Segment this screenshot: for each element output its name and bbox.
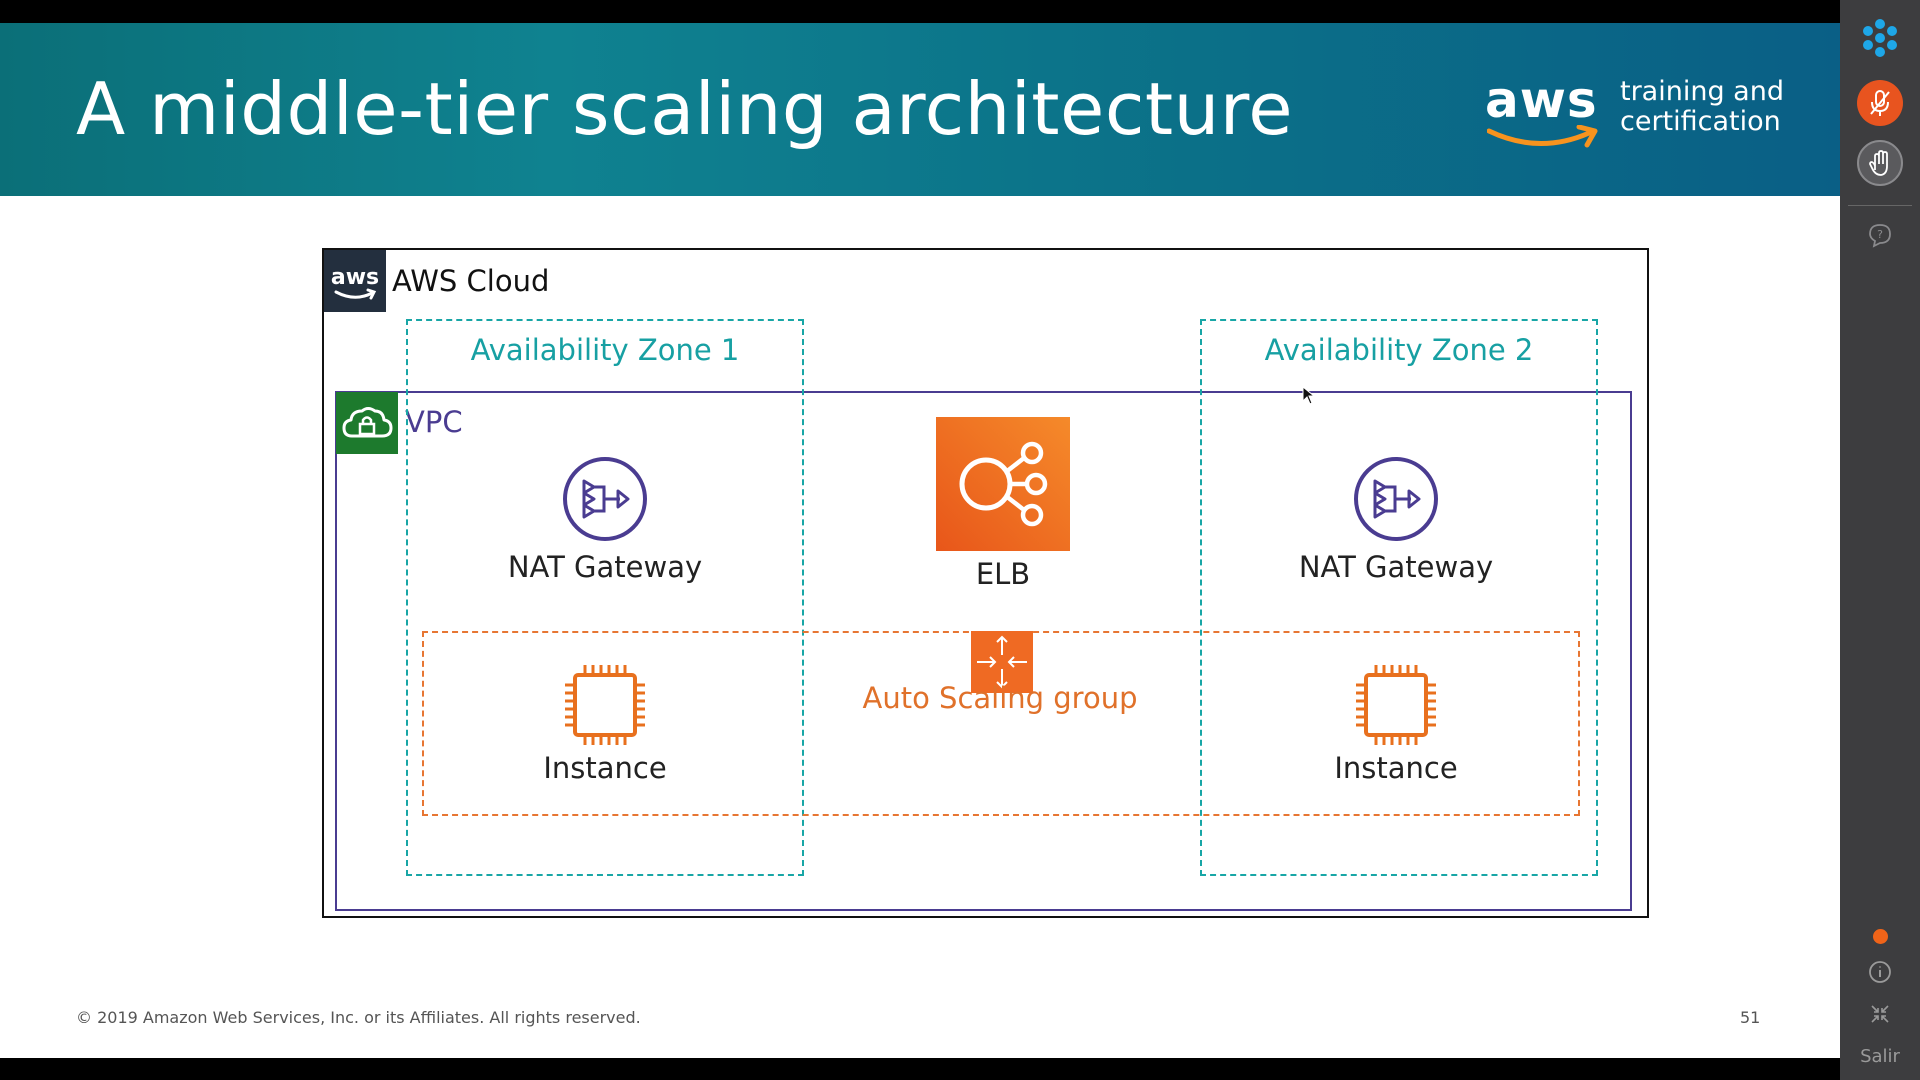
aws-smile-icon: [1487, 125, 1598, 148]
page-number: 51: [1740, 1008, 1761, 1027]
snowflake-logo-icon: [1863, 19, 1897, 57]
microphone-button[interactable]: [1857, 80, 1903, 126]
aws-logo-icon: aws: [324, 250, 386, 312]
nat-gateway-icon: [563, 457, 647, 541]
collapse-icon: [1871, 1005, 1889, 1023]
nat-gateway-1-label: NAT Gateway: [507, 550, 703, 584]
status-dot-icon: [1873, 929, 1888, 944]
help-button[interactable]: ?: [1867, 222, 1893, 248]
instance-1-label: Instance: [543, 751, 667, 785]
aws-cloud-group: aws AWS Cloud: [322, 248, 1649, 918]
availability-zone-1-label: Availability Zone 1: [470, 333, 740, 367]
copyright-notice: © 2019 Amazon Web Services, Inc. or its …: [76, 1008, 641, 1027]
elb-icon: [936, 417, 1070, 551]
auto-scaling-icon: [971, 631, 1033, 693]
title-banner: A middle-tier scaling architecture aws t…: [0, 23, 1840, 196]
aws-cloud-label: AWS Cloud: [392, 264, 550, 298]
instance-2-label: Instance: [1334, 751, 1458, 785]
collapse-button[interactable]: [1868, 1002, 1892, 1026]
raise-hand-button[interactable]: [1857, 140, 1903, 186]
svg-text:aws: aws: [331, 265, 379, 290]
exit-button[interactable]: Salir: [1860, 1046, 1900, 1067]
brand-tagline: training and certification: [1620, 76, 1784, 137]
meeting-control-sidebar: ? Salir: [1840, 0, 1920, 1080]
auto-scaling-group-label: Auto Scaling group: [862, 681, 1138, 715]
sidebar-divider: [1848, 205, 1912, 206]
raise-hand-icon: [1869, 150, 1888, 176]
nat-gateway-2-label: NAT Gateway: [1298, 550, 1494, 584]
mouse-cursor-icon: [1302, 386, 1316, 405]
elb-label: ELB: [975, 557, 1031, 591]
aws-wordmark: aws: [1485, 71, 1598, 129]
microphone-icon: [1870, 90, 1890, 116]
cloud-lock-icon: [336, 392, 398, 454]
availability-zone-2-label: Availability Zone 2: [1264, 333, 1534, 367]
vpc-label: VPC: [405, 405, 463, 439]
vpc-group: [335, 391, 1632, 911]
info-button[interactable]: [1868, 960, 1892, 984]
ec2-instance-icon: [1356, 665, 1436, 745]
slide-title: A middle-tier scaling architecture: [76, 67, 1294, 151]
nat-gateway-icon: [1354, 457, 1438, 541]
help-icon: ?: [1869, 224, 1891, 248]
info-icon: [1869, 961, 1891, 983]
ec2-instance-icon: [565, 665, 645, 745]
svg-text:?: ?: [1877, 228, 1883, 241]
slide: A middle-tier scaling architecture aws t…: [0, 23, 1840, 1058]
availability-zone-1: Availability Zone 1: [406, 319, 804, 876]
availability-zone-2: Availability Zone 2: [1200, 319, 1598, 876]
